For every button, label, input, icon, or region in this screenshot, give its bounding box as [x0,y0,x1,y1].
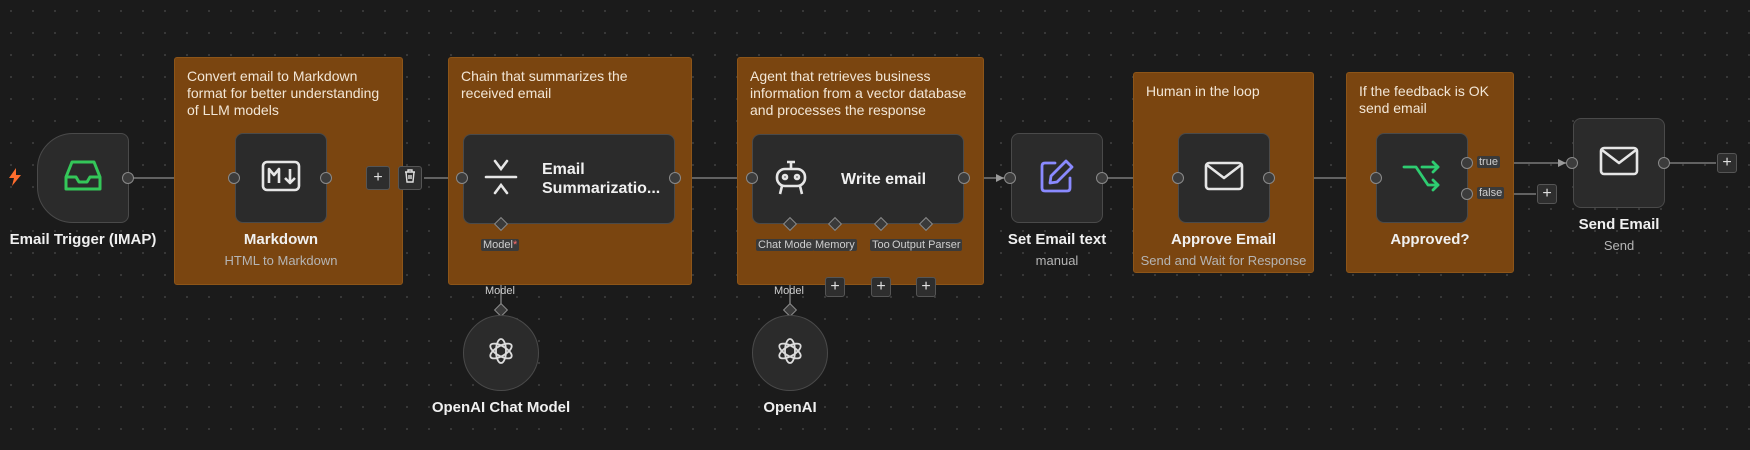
sticky-note-text: Convert email to Markdown format for bet… [187,68,380,118]
send-output-port[interactable] [1658,157,1670,169]
agent-chat-model-label: Chat Mode [756,239,814,251]
approve-output-port[interactable] [1263,172,1275,184]
inbox-icon [63,159,103,198]
summarization-input-port[interactable] [456,172,468,184]
sticky-note-text: Human in the loop [1146,83,1260,99]
compress-icon [484,157,518,202]
summarization-title-line1: Email [542,161,585,178]
add-node-button[interactable]: + [366,166,390,190]
summarization-output-port[interactable] [669,172,681,184]
branch-false-label: false [1477,187,1505,199]
openai-title: OpenAI [763,399,817,416]
sticky-note-human-loop[interactable]: Human in the loop [1133,72,1314,273]
openai-icon [774,335,806,372]
agent-memory-label: Memory [813,239,857,251]
sticky-note-text: If the feedback is OK send email [1359,83,1489,116]
agent-tool-label: Too [870,239,892,251]
set-email-title: Set Email text [1007,231,1107,248]
email-trigger-node[interactable] [37,133,129,223]
write-email-agent-node[interactable]: Write email [752,134,964,224]
agent-input-port[interactable] [746,172,758,184]
approved-title: Approved? [1390,231,1470,248]
branch-icon [1402,159,1442,198]
markdown-input-port[interactable] [228,172,240,184]
mail-icon [1599,146,1639,181]
add-output-parser-button[interactable]: + [916,277,936,297]
send-email-node[interactable] [1573,118,1665,208]
markdown-title: Markdown [243,231,319,248]
approved-input-port[interactable] [1370,172,1382,184]
openai-node[interactable] [752,315,828,391]
trigger-output-port[interactable] [122,172,134,184]
summarization-model-label: Model* [481,239,520,251]
edit-icon [1038,157,1076,200]
add-memory-button[interactable]: + [825,277,845,297]
markdown-node[interactable] [235,133,327,223]
approved-if-node[interactable] [1376,133,1468,223]
summarization-model-edge-label: Model [485,285,515,297]
sticky-note-text: Chain that summarizes the received email [461,68,628,101]
agent-output-port[interactable] [958,172,970,184]
approve-email-subtitle: Send and Wait for Response [1140,253,1307,268]
approve-input-port[interactable] [1172,172,1184,184]
trigger-title: Email Trigger (IMAP) [9,231,157,248]
trash-icon [404,168,416,188]
delete-connection-button[interactable] [398,166,422,190]
robot-icon [771,158,811,201]
send-email-subtitle: Send [1603,238,1635,253]
set-email-input-port[interactable] [1004,172,1016,184]
email-summarization-node[interactable]: Email Summarizatio... [463,134,675,224]
openai-chat-model-title: OpenAI Chat Model [431,399,571,416]
approved-true-port[interactable] [1461,157,1473,169]
mail-icon [1204,161,1244,196]
branch-true-label: true [1477,156,1500,168]
summarization-title-line2: Summarizatio... [542,180,661,197]
trigger-bolt-icon [8,168,22,191]
approve-email-node[interactable] [1178,133,1270,223]
approved-false-port[interactable] [1461,188,1473,200]
openai-chat-model-node[interactable] [463,315,539,391]
markdown-subtitle: HTML to Markdown [224,253,338,268]
send-email-title: Send Email [1578,216,1660,233]
markdown-output-port[interactable] [320,172,332,184]
set-email-subtitle: manual [1035,253,1079,268]
agent-output-parser-label: Output Parser [890,239,963,251]
markdown-icon [261,160,301,197]
add-false-branch-button[interactable]: + [1537,184,1557,204]
agent-model-edge-label: Model [774,285,804,297]
write-email-title: Write email [841,170,927,188]
add-tool-button[interactable]: + [871,277,891,297]
add-next-node-button[interactable]: + [1717,153,1737,173]
sticky-note-text: Agent that retrieves business informatio… [750,68,967,118]
set-email-output-port[interactable] [1096,172,1108,184]
send-input-port[interactable] [1566,157,1578,169]
set-email-text-node[interactable] [1011,133,1103,223]
openai-icon [485,335,517,372]
approve-email-title: Approve Email [1170,231,1277,248]
